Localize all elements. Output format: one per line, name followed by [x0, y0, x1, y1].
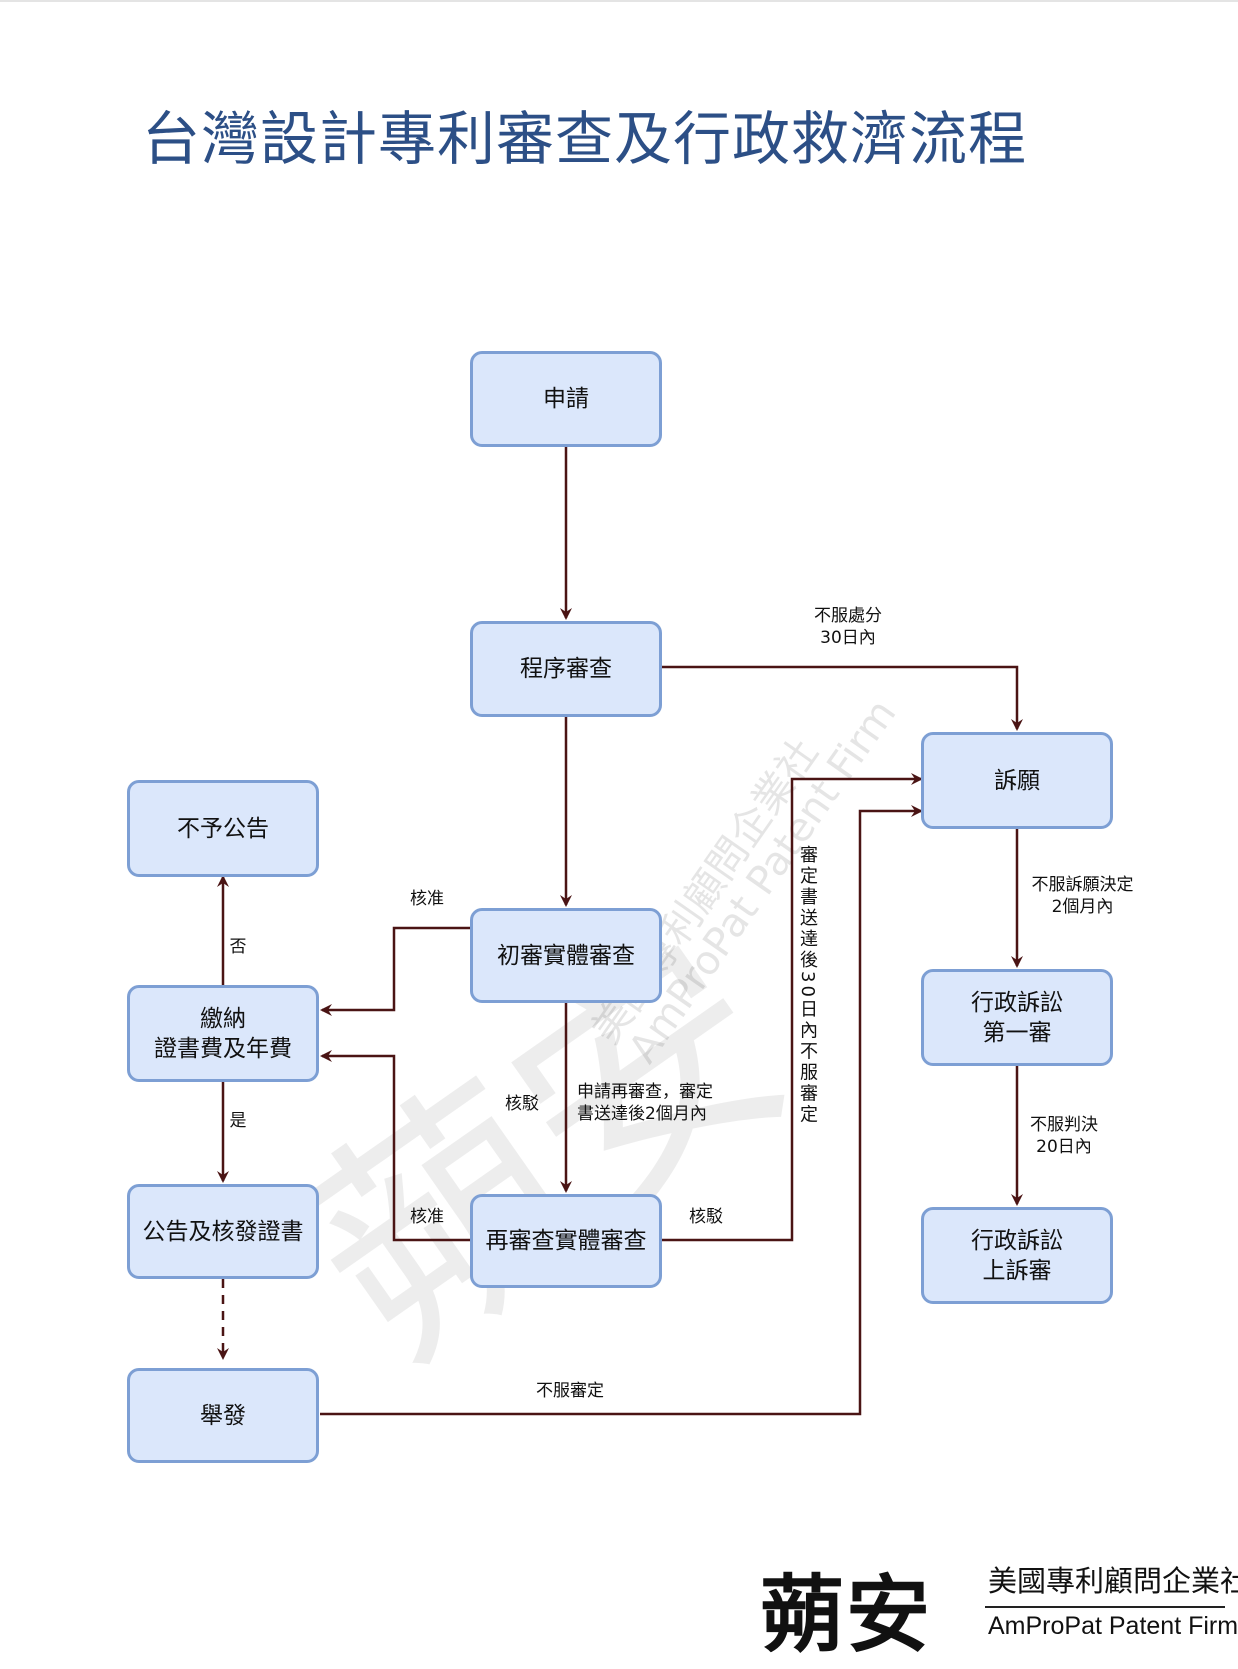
firm-logo-mark: 蒴安 — [760, 1548, 932, 1669]
edge-initial-approve-to-pay — [322, 928, 470, 1010]
label-initial-reject: 核駁 — [502, 1093, 542, 1115]
edge-reexam-approve-to-pay — [322, 1056, 470, 1240]
firm-name-cn: 美國專利顧問企業社 — [988, 1558, 1238, 1600]
label-reexam-reject: 核駁 — [686, 1206, 726, 1228]
label-pay-yes: 是 — [227, 1110, 249, 1132]
label-appeal-to-admin: 不服訴願決定 2個月內 — [1020, 874, 1145, 918]
firm-name-en: AmProPat Patent Firm — [988, 1612, 1238, 1641]
label-reexam-approve: 核准 — [407, 1206, 447, 1228]
label-initial-approve: 核准 — [407, 888, 447, 910]
edge-reexam-reject-to-appeal — [662, 779, 921, 1240]
label-pay-no: 否 — [227, 936, 249, 958]
node-initial-exam: 初審實體審查 — [470, 908, 662, 1003]
node-re-exam: 再審查實體審查 — [470, 1194, 662, 1288]
node-formal-exam: 程序審查 — [470, 621, 662, 717]
node-appeal: 訴願 — [921, 732, 1113, 829]
edge-formal-to-appeal — [662, 667, 1017, 729]
node-admin-litigation-appeal: 行政訴訟 上訴審 — [921, 1207, 1113, 1304]
label-reexam-request: 申請再審查，審定 書送達後2個月內 — [577, 1081, 737, 1125]
node-invalidation: 舉發 — [127, 1368, 319, 1463]
node-pay-fees: 繳納 證書費及年費 — [127, 985, 319, 1082]
node-apply: 申請 — [470, 351, 662, 447]
label-reexam-to-appeal: 審定書送達後30日內不服審定 — [797, 845, 817, 1145]
logo-divider — [985, 1606, 1225, 1608]
node-publication: 公告及核發證書 — [127, 1184, 319, 1279]
label-formal-to-appeal: 不服處分 30日內 — [803, 605, 893, 649]
label-admin-to-appeal: 不服判決 20日內 — [1022, 1114, 1106, 1158]
label-invalidation-to-appeal: 不服審定 — [530, 1380, 610, 1402]
node-admin-litigation-first: 行政訴訟 第一審 — [921, 969, 1113, 1066]
node-no-publication: 不予公告 — [127, 780, 319, 877]
